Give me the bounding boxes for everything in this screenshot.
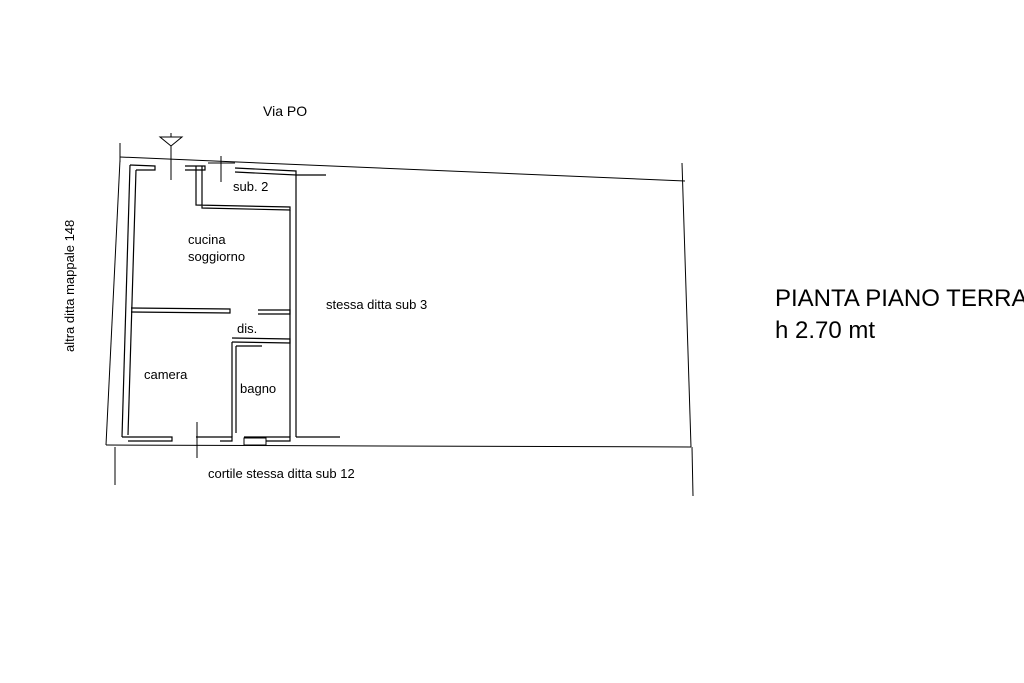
neighbor-label-sub3: stessa ditta sub 3	[326, 297, 427, 312]
room-label-living: soggiorno	[188, 249, 245, 264]
room-label-sub2: sub. 2	[233, 179, 268, 194]
entrance-arrow-icon	[158, 133, 184, 180]
street-label: Via PO	[263, 103, 307, 119]
plan-height: h 2.70 mt	[775, 317, 875, 344]
courtyard-label: cortile stessa ditta sub 12	[208, 466, 355, 481]
room-label-bathroom: bagno	[240, 381, 276, 396]
room-label-bedroom: camera	[144, 367, 188, 382]
room-label-hall: dis.	[237, 321, 257, 336]
room-label-kitchen: cucina	[188, 232, 226, 247]
side-label-left: altra ditta mappale 148	[62, 220, 77, 352]
apartment-walls	[121, 156, 340, 458]
plan-title: PIANTA PIANO TERRA	[775, 285, 1024, 312]
plot-boundary	[105, 143, 694, 497]
